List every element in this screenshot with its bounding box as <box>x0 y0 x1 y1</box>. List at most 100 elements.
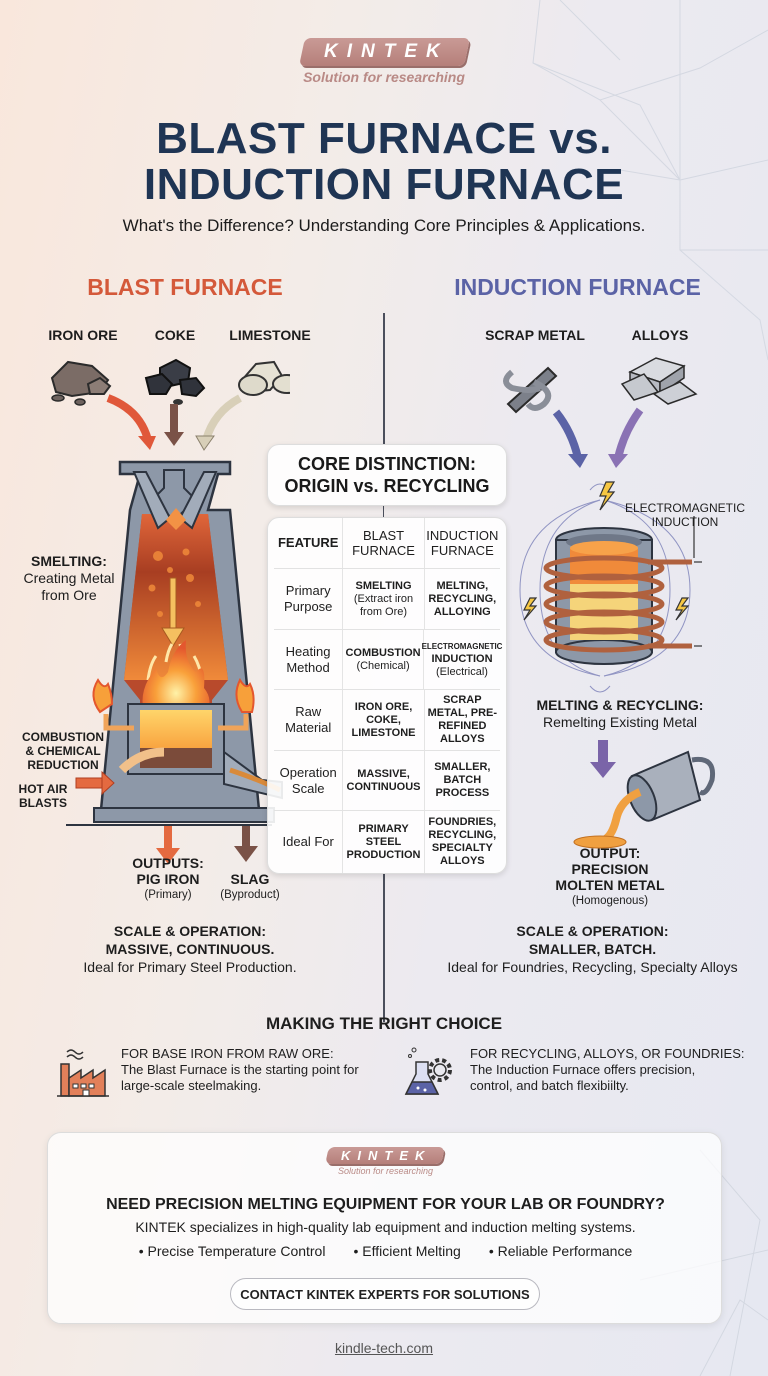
core-distinction-line2: ORIGIN vs. RECYCLING <box>284 476 490 496</box>
coke-icon <box>144 358 206 405</box>
table-cell-feature: Operation Scale <box>279 764 337 796</box>
cell-sub: (Extract iron from Ore) <box>353 592 414 618</box>
table-cell-feature: Raw Material <box>285 704 332 735</box>
cta-logo-tagline: Solution for researching <box>337 1166 434 1176</box>
smelting-desc-2: from Ore <box>41 587 97 603</box>
table-cell-feature: Primary Purpose <box>283 583 333 614</box>
table-cell-induction: MELTING, RECYCLING, ALLOYING <box>423 569 500 629</box>
input-label-iron-ore: IRON ORE <box>48 327 118 343</box>
table-row: Raw Material IRON ORE, COKE, LIMESTONE S… <box>274 690 500 751</box>
output-pig-iron: PIG IRON <box>136 871 200 887</box>
choice-blast: FOR BASE IRON FROM RAW ORE: The Blast Fu… <box>55 1046 359 1100</box>
outputs-label: OUTPUTS: <box>132 855 204 871</box>
core-distinction-line1: CORE DISTINCTION: <box>298 454 476 474</box>
choice-blast-title: FOR BASE IRON FROM RAW ORE: <box>121 1046 334 1061</box>
center-divider-mid <box>383 505 384 517</box>
cell-main: INDUCTION <box>431 653 493 665</box>
combustion-label-1: COMBUSTION <box>22 730 104 744</box>
output-note: (Homogenous) <box>571 895 649 907</box>
factory-icon <box>57 1049 109 1097</box>
table-header-induction: INDUCTION FURNACE <box>423 518 500 568</box>
induction-scale-value: SMALLER, BATCH. <box>528 941 657 957</box>
table-row: Ideal For PRIMARY STEEL PRODUCTION FOUND… <box>274 811 500 873</box>
table-cell-feature: Ideal For <box>282 834 334 849</box>
output-label: OUTPUT: <box>579 845 641 861</box>
blast-scale-title: SCALE & OPERATION: <box>113 923 267 939</box>
smelting-label: SMELTING: <box>31 553 107 569</box>
limestone-icon <box>238 360 290 396</box>
cta-bullet-performance: • Reliable Performance <box>488 1243 633 1259</box>
cell-main: COMBUSTION <box>345 646 421 659</box>
cta-card: KINTEK Solution for researching NEED PRE… <box>47 1132 722 1324</box>
iron-ore-icon <box>50 360 112 406</box>
center-divider-top <box>383 313 385 445</box>
melting-recycling-desc: Remelting Existing Metal <box>542 714 698 730</box>
induction-scale-operation: SCALE & OPERATION: SMALLER, BATCH. Ideal… <box>420 922 765 976</box>
table-cell-induction: ELECTROMAGNETIC INDUCTION (Electrical) <box>421 630 503 689</box>
induction-scale-title: SCALE & OPERATION: <box>516 923 669 939</box>
blast-scale-value: MASSIVE, CONTINUOUS. <box>105 941 275 957</box>
output-molten-metal: MOLTEN METAL <box>555 877 665 893</box>
table-cell-blast: PRIMARY STEEL PRODUCTION <box>342 811 423 873</box>
cta-logo-brand: KINTEK <box>341 1148 432 1163</box>
induction-furnace-heading: INDUCTION FURNACE <box>454 274 701 300</box>
melting-recycling-label: MELTING & RECYCLING: <box>536 697 704 713</box>
choice-blast-desc-1: The Blast Furnace is the starting point … <box>121 1062 359 1077</box>
table-row: Heating Method COMBUSTION (Chemical) ELE… <box>274 630 503 690</box>
blast-furnace-heading: BLAST FURNACE <box>87 274 283 300</box>
blast-scale-note: Ideal for Primary Steel Production. <box>83 959 297 975</box>
em-induction-label-1: ELECTROMAGNETIC <box>624 501 745 515</box>
choice-induction-text: FOR RECYCLING, ALLOYS, OR FOUNDRIES: The… <box>470 1046 745 1100</box>
table-cell-blast: IRON ORE, COKE, LIMESTONE <box>342 690 423 750</box>
kintek-logo: KINTEK Solution for researching <box>0 38 768 85</box>
cta-bullet-temperature: • Precise Temperature Control <box>138 1243 326 1259</box>
choice-induction: FOR RECYCLING, ALLOYS, OR FOUNDRIES: The… <box>402 1046 745 1100</box>
core-distinction-box: CORE DISTINCTION: ORIGIN vs. RECYCLING <box>267 444 507 506</box>
em-induction-label-2: INDUCTION <box>651 515 719 529</box>
cell-main: SMELTING <box>355 579 412 592</box>
blast-scale-operation: SCALE & OPERATION: MASSIVE, CONTINUOUS. … <box>40 922 340 976</box>
choice-induction-title: FOR RECYCLING, ALLOYS, OR FOUNDRIES: <box>470 1046 745 1061</box>
center-divider-bottom <box>383 874 385 1022</box>
table-cell-blast: MASSIVE, CONTINUOUS <box>342 751 423 810</box>
induction-furnace-illustration <box>503 357 716 849</box>
page-title-line1: BLAST FURNACE vs. <box>156 114 612 163</box>
table-row: Primary Purpose SMELTING (Extract iron f… <box>274 569 500 630</box>
choice-induction-desc-2: control, and batch flexibiilty. <box>470 1078 629 1093</box>
table-cell-induction: FOUNDRIES, RECYCLING, SPECIALTY ALLOYS <box>423 811 500 873</box>
output-slag-note: (Byproduct) <box>220 889 280 901</box>
cta-title: NEED PRECISION MELTING EQUIPMENT FOR YOU… <box>106 1196 665 1213</box>
cta-bullets: • Precise Temperature Control • Efficien… <box>48 1243 723 1259</box>
table-cell-blast: SMELTING (Extract iron from Ore) <box>342 569 423 629</box>
page-title-line2: INDUCTION FURNACE <box>143 160 625 209</box>
logo-brand: KINTEK <box>323 41 449 62</box>
flask-gear-icon <box>404 1047 452 1095</box>
table-header-blast: BLAST FURNACE <box>342 518 423 568</box>
choice-title: MAKING THE RIGHT CHOICE <box>265 1014 503 1033</box>
contact-experts-button[interactable]: CONTACT KINTEK EXPERTS FOR SOLUTIONS <box>230 1278 540 1310</box>
output-precision: PRECISION <box>571 861 649 877</box>
combustion-label-3: REDUCTION <box>27 758 99 772</box>
cta-bullet-melting: • Efficient Melting <box>353 1243 461 1259</box>
combustion-label-2: & CHEMICAL <box>25 744 101 758</box>
table-cell-feature: Heating Method <box>285 643 331 675</box>
input-label-coke: COKE <box>154 327 196 343</box>
page-subtitle: What's the Difference? Understanding Cor… <box>122 216 646 235</box>
induction-scale-note: Ideal for Foundries, Recycling, Specialt… <box>447 959 738 975</box>
cell-top: ELECTROMAGNETIC <box>421 642 503 651</box>
input-label-scrap-metal: SCRAP METAL <box>485 327 585 343</box>
hot-air-label-1: HOT AIR <box>18 782 68 796</box>
cell-sub: (Chemical) <box>356 659 410 672</box>
blast-furnace-illustration <box>50 358 290 826</box>
hot-air-label-2: BLASTS <box>19 796 67 810</box>
table-cell-induction: SCRAP METAL, PRE-REFINED ALLOYS <box>423 690 500 750</box>
footer-website-link[interactable]: kindle-tech.com <box>334 1340 434 1356</box>
comparison-table: FEATURE BLAST FURNACE INDUCTION FURNACE … <box>267 517 507 874</box>
cta-logo: KINTEK Solution for researching <box>48 1147 723 1176</box>
input-label-alloys: ALLOYS <box>631 327 689 343</box>
input-label-limestone: LIMESTONE <box>229 327 311 343</box>
cell-sub: (Electrical) <box>436 666 488 678</box>
ladle-icon <box>573 750 716 849</box>
choice-induction-desc-1: The Induction Furnace offers precision, <box>470 1062 696 1077</box>
table-header-feature: FEATURE <box>277 535 339 550</box>
